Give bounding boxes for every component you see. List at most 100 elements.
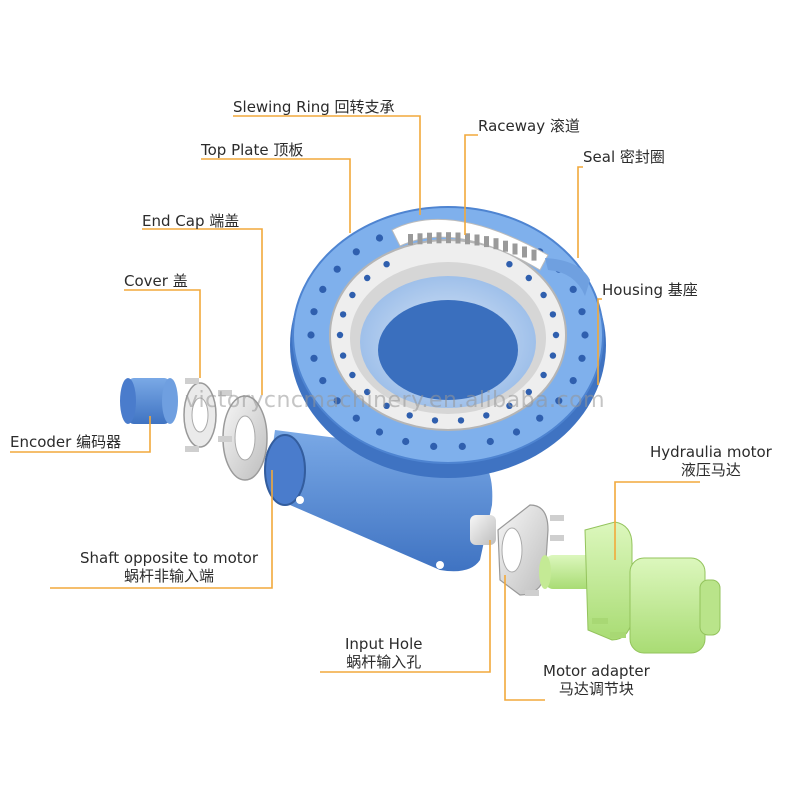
mounting-hole [458,442,466,450]
mounting-hole [512,428,521,436]
leader-seal [577,166,583,258]
mounting-hole [349,291,356,299]
leader-encoder [10,416,151,453]
label-hydraulic-motor-cn: 液压马达 [680,461,741,479]
mounting-hole [339,352,347,359]
mounting-hole [336,331,344,339]
mounting-hole [402,437,410,446]
mounting-hole [483,412,490,419]
label-seal: Seal 密封圈 [583,148,665,166]
raceway-teeth [408,232,537,261]
mounting-hole [581,331,589,339]
leader-raceway [464,134,478,235]
label-hydraulic-motor-en: Hydraulia motor [650,443,772,461]
label-input-hole-en: Input Hole [345,635,423,653]
raceway-tooth [455,232,461,244]
mounting-hole [319,285,327,293]
mounting-hole [319,377,327,385]
mounting-hole [383,261,390,268]
mounting-hole [506,261,513,268]
label-input-hole-cn: 蜗杆输入孔 [346,653,422,671]
mounting-hole [540,371,547,379]
label-top-plate: Top Plate 顶板 [201,141,304,159]
mounting-hole [569,377,577,385]
leader-end-cap [142,228,263,395]
mounting-hole [364,274,371,282]
label-shaft-opposite: Shaft opposite to motor 蜗杆非输入端 [80,549,258,585]
raceway-tooth [493,238,499,250]
mounting-hole [307,331,315,339]
mounting-hole [406,412,413,419]
leader-lines [10,115,700,701]
raceway-tooth [408,234,413,245]
label-hydraulic-motor: Hydraulia motor 液压马达 [650,443,772,479]
mounting-hole [375,428,384,436]
watermark: victorycncmachinery.en.alibaba.com [185,388,606,413]
leader-slewing-ring [233,115,421,215]
cover [183,378,232,452]
leader-housing [597,298,602,385]
hydraulic-motor [539,521,721,654]
mounting-hole [569,285,577,293]
mounting-hole [525,388,532,396]
label-motor-adapter-en: Motor adapter [543,662,650,680]
leader-input-hole [320,540,491,673]
mounting-hole [506,402,513,409]
mounting-hole [549,352,557,359]
raceway-tooth [503,240,508,252]
leader-shaft-opposite [50,470,273,589]
label-cover: Cover 盖 [124,272,188,290]
mounting-hole [333,265,341,273]
leader-hydraulic-motor [614,481,700,560]
motor-adapter [497,504,564,596]
raceway-tooth [484,236,489,248]
mounting-hole [578,354,586,362]
mounting-hole [549,311,557,318]
mounting-hole [364,388,371,396]
raceway-tooth [531,249,537,261]
label-shaft-opposite-en: Shaft opposite to motor [80,549,258,567]
label-encoder: Encoder 编码器 [10,433,122,451]
label-raceway: Raceway 滚道 [478,117,580,135]
mounting-hole [375,234,384,242]
mounting-hole [457,417,465,424]
raceway-tooth [427,232,432,244]
mounting-hole [578,308,586,316]
leader-motor-adapter [504,575,545,701]
raceway-tooth [417,233,423,245]
label-motor-adapter-cn: 马达调节块 [558,680,634,698]
mounting-hole [310,308,318,316]
mounting-hole [540,291,547,299]
slewing-ring [290,206,606,478]
raceway-tooth [474,234,480,246]
label-shaft-opposite-cn: 蜗杆非输入端 [123,567,214,585]
mounting-hole [536,414,544,422]
mounting-hole [383,402,390,409]
mounting-holes-inner [336,261,560,424]
raceway-tooth [446,232,451,244]
label-slewing-ring: Slewing Ring 回转支承 [233,98,395,116]
mounting-hole [352,248,360,256]
leader-top-plate [201,158,351,233]
raceway-tooth [465,233,470,245]
mounting-hole [555,397,563,405]
label-input-hole: Input Hole 蜗杆输入孔 [345,635,422,671]
raceway-tooth [522,246,527,258]
raceway-tooth [436,232,442,244]
label-end-cap: End Cap 端盖 [142,212,240,230]
mounting-hole [525,274,532,282]
mounting-hole [430,442,438,450]
raceway-tooth [512,243,518,255]
mounting-hole [333,397,341,405]
encoder [120,378,178,424]
label-housing: Housing 基座 [602,281,698,299]
mounting-hole [486,437,494,446]
mounting-hole [339,311,347,318]
label-motor-adapter: Motor adapter 马达调节块 [543,662,650,698]
mounting-hole [310,354,318,362]
mounting-hole [431,417,439,424]
mounting-hole [552,331,560,339]
mounting-hole [349,371,356,379]
worm-shaft-end [470,515,496,545]
